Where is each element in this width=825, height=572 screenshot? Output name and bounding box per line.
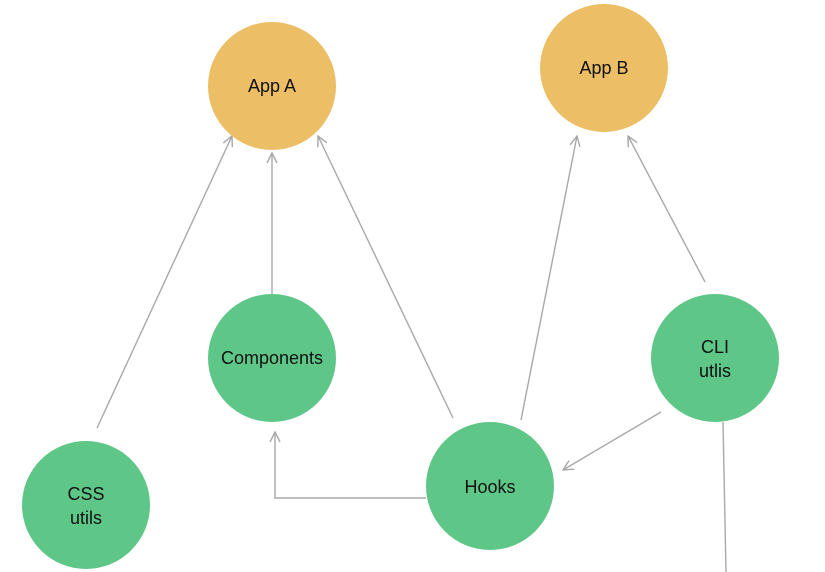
node-app-a[interactable]: App A [208, 22, 336, 150]
css-utils-label-line-1: CSS [67, 484, 104, 504]
edges [96, 136, 727, 572]
app-a-label: App A [248, 76, 296, 96]
node-components[interactable]: Components [208, 294, 336, 422]
app-b-circle [540, 4, 668, 132]
edge-hooks-to-app-a [318, 136, 454, 419]
app-b-label: App B [579, 58, 628, 78]
node-css-utils[interactable]: CSS utils [22, 441, 150, 569]
components-circle [208, 294, 336, 422]
components-label: Components [221, 348, 323, 368]
edge-css-utils-to-app-a [96, 136, 232, 429]
node-app-b[interactable]: App B [540, 4, 668, 132]
css-utils-circle [22, 441, 150, 569]
node-cli-utils[interactable]: CLI utlis [651, 294, 779, 422]
edge-cli-utils-to-app-b [628, 136, 706, 283]
cli-utils-circle [651, 294, 779, 422]
node-hooks[interactable]: Hooks [426, 422, 554, 550]
cli-utils-label-line-1: CLI [701, 337, 729, 357]
css-utils-label-line-2: utils [70, 508, 102, 528]
edge-hooks-to-app-b [520, 136, 577, 421]
edge-cli-utils-to-hooks [563, 411, 662, 470]
hooks-circle [426, 422, 554, 550]
app-a-circle [208, 22, 336, 150]
edge-cli-utils-offscreen [722, 421, 727, 572]
edge-hooks-to-components [275, 432, 426, 499]
cli-utils-label-line-2: utlis [699, 361, 731, 381]
hooks-label: Hooks [464, 477, 515, 497]
